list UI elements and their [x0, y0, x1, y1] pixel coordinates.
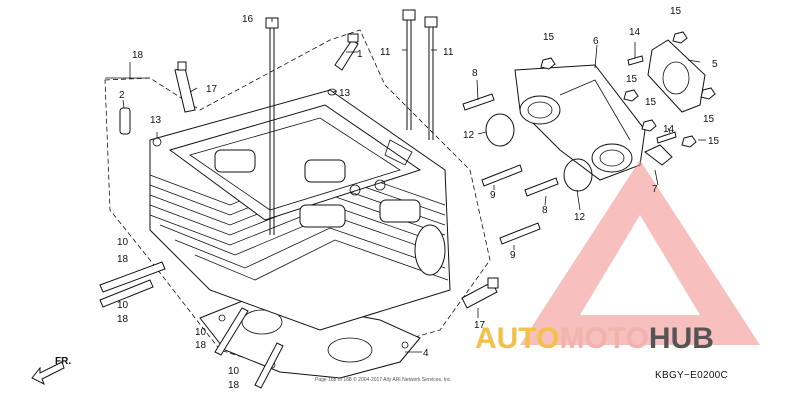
callout-15-f: 15 — [708, 136, 720, 147]
o-ring-13-right — [327, 88, 337, 96]
gasket-12-lower — [563, 158, 593, 192]
callout-8-lower: 8 — [542, 205, 548, 216]
nut-15-c — [641, 119, 657, 132]
stud-bolt-10-18-center — [214, 307, 249, 356]
spark-plug-lower — [461, 277, 499, 309]
callout-6: 6 — [593, 36, 599, 47]
nut-15-b — [623, 89, 639, 102]
callout-12-lower: 12 — [574, 212, 586, 223]
assembly-group-outline — [104, 29, 491, 373]
bolt-11-right — [424, 16, 438, 140]
callout-18-c: 18 — [195, 340, 207, 351]
front-direction-indicator: FR. — [31, 356, 71, 386]
callout-13-right: 13 — [339, 88, 351, 99]
callout-10-b: 10 — [117, 300, 129, 311]
spark-plug-upper — [174, 61, 196, 113]
watermark-text-auto: AUTO — [475, 322, 559, 355]
callout-18-a: 18 — [117, 254, 129, 265]
callout-10-c: 10 — [195, 327, 207, 338]
stud-8-lower — [524, 177, 559, 197]
callout-8-upper: 8 — [472, 68, 478, 79]
cylinder-head — [149, 89, 451, 331]
nut-15-a — [540, 57, 556, 70]
dowel-pin-2 — [119, 107, 131, 135]
insulator-5 — [647, 39, 706, 113]
nut-15-f — [681, 135, 697, 148]
automotohub-watermark: AUTOMOTOHUB — [475, 160, 760, 355]
svg-text:AUTOMOTOHUB: AUTOMOTOHUB — [475, 322, 714, 355]
callout-18-group: 18 — [132, 50, 144, 61]
stud-bolt-10-18-upper-left — [99, 261, 166, 293]
callout-13-left: 13 — [150, 115, 162, 126]
fitting-1 — [334, 33, 359, 71]
bolt-11-left — [402, 9, 416, 130]
callout-15-e: 15 — [703, 114, 715, 125]
nut-15-d — [672, 31, 688, 44]
leader-lines — [105, 18, 706, 353]
callout-15-d: 15 — [645, 97, 657, 108]
watermark-triangle-icon — [520, 160, 760, 345]
callout-7: 7 — [652, 184, 658, 195]
stud-9-upper — [481, 164, 523, 187]
bolt-16 — [265, 17, 279, 235]
callout-17-upper: 17 — [206, 84, 218, 95]
stud-8-upper — [462, 93, 495, 111]
callout-5: 5 — [712, 59, 718, 70]
callout-16: 16 — [242, 14, 254, 25]
callout-10-d: 10 — [228, 366, 240, 377]
stud-14-upper — [627, 55, 644, 66]
watermark-text-hub: HUB — [649, 322, 714, 355]
callout-1: 1 — [357, 49, 363, 60]
stud-bolt-10-18-lower-left — [99, 279, 154, 308]
gasket-12-upper — [485, 113, 515, 147]
diagram-code: KBGY−E0200C — [655, 370, 728, 381]
stud-14-lower — [656, 131, 677, 144]
front-label: FR. — [55, 356, 71, 367]
callout-14-lower: 14 — [663, 124, 675, 135]
stud-9-lower — [499, 222, 541, 245]
callout-2: 2 — [119, 90, 125, 101]
bracket-7 — [644, 144, 673, 166]
callout-9-upper: 9 — [490, 190, 496, 201]
callout-labels: 1 2 4 5 6 7 8 8 9 9 10 18 10 18 10 18 10… — [117, 6, 720, 391]
callout-11-right: 11 — [443, 47, 454, 58]
callout-9-lower: 9 — [510, 250, 516, 261]
callout-18-b: 18 — [117, 314, 129, 325]
callout-18-d: 18 — [228, 380, 240, 391]
callout-15-b: 15 — [670, 6, 682, 17]
watermark-text-moto: MOTO — [559, 322, 648, 355]
copyright-notice: Page 188 of 188 © 2004-2017 Ally ARI Net… — [315, 376, 452, 383]
callout-10-a: 10 — [117, 237, 129, 248]
callout-14-upper: 14 — [629, 27, 641, 38]
callout-4: 4 — [423, 348, 429, 359]
stud-bolt-10-18-lower — [254, 342, 284, 389]
callout-17-lower: 17 — [474, 320, 486, 331]
callout-12-upper: 12 — [463, 130, 475, 141]
callout-15-c: 15 — [626, 74, 638, 85]
front-arrow-icon — [31, 361, 65, 386]
nut-15-e — [700, 87, 716, 100]
intake-manifold — [514, 64, 646, 181]
callout-11-left: 11 — [380, 47, 391, 58]
callout-15-a: 15 — [543, 32, 555, 43]
